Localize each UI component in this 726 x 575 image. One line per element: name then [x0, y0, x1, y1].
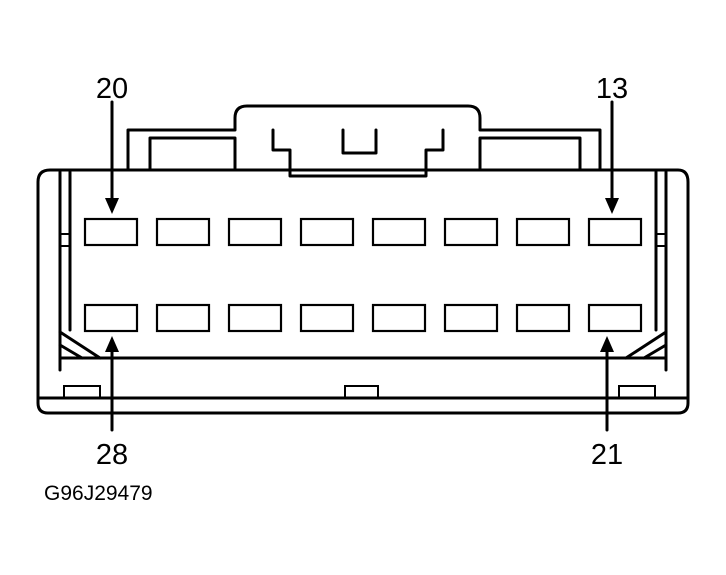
- cavity-row-bottom: [83, 303, 643, 333]
- cavity-bottom-1: [83, 303, 139, 333]
- cavity-bottom-7: [515, 303, 571, 333]
- cavity-bottom-8: [587, 303, 643, 333]
- connector-housing: [36, 168, 690, 415]
- leader-arrow-pin-21: [600, 336, 614, 432]
- cavity-top-1: [83, 217, 139, 247]
- leader-arrow-pin-20: [105, 100, 119, 214]
- cavity-bottom-2: [155, 303, 211, 333]
- pin-label-28: 28: [96, 439, 128, 471]
- cavity-bottom-4: [299, 303, 355, 333]
- connector-latch: [126, 104, 602, 178]
- cavity-top-6: [443, 217, 499, 247]
- pin-label-21: 21: [591, 439, 623, 471]
- cavity-row-top: [83, 217, 643, 247]
- cavity-bottom-5: [371, 303, 427, 333]
- cavity-top-7: [515, 217, 571, 247]
- cavity-bottom-3: [227, 303, 283, 333]
- cavity-top-3: [227, 217, 283, 247]
- leader-arrow-pin-28: [105, 336, 119, 432]
- leader-arrow-pin-13: [605, 100, 619, 214]
- pin-label-13: 13: [596, 73, 628, 105]
- cavity-top-2: [155, 217, 211, 247]
- figure-id: G96J29479: [44, 482, 153, 505]
- cavity-top-8: [587, 217, 643, 247]
- cavity-top-5: [371, 217, 427, 247]
- pin-label-20: 20: [96, 73, 128, 105]
- cavity-bottom-6: [443, 303, 499, 333]
- cavity-top-4: [299, 217, 355, 247]
